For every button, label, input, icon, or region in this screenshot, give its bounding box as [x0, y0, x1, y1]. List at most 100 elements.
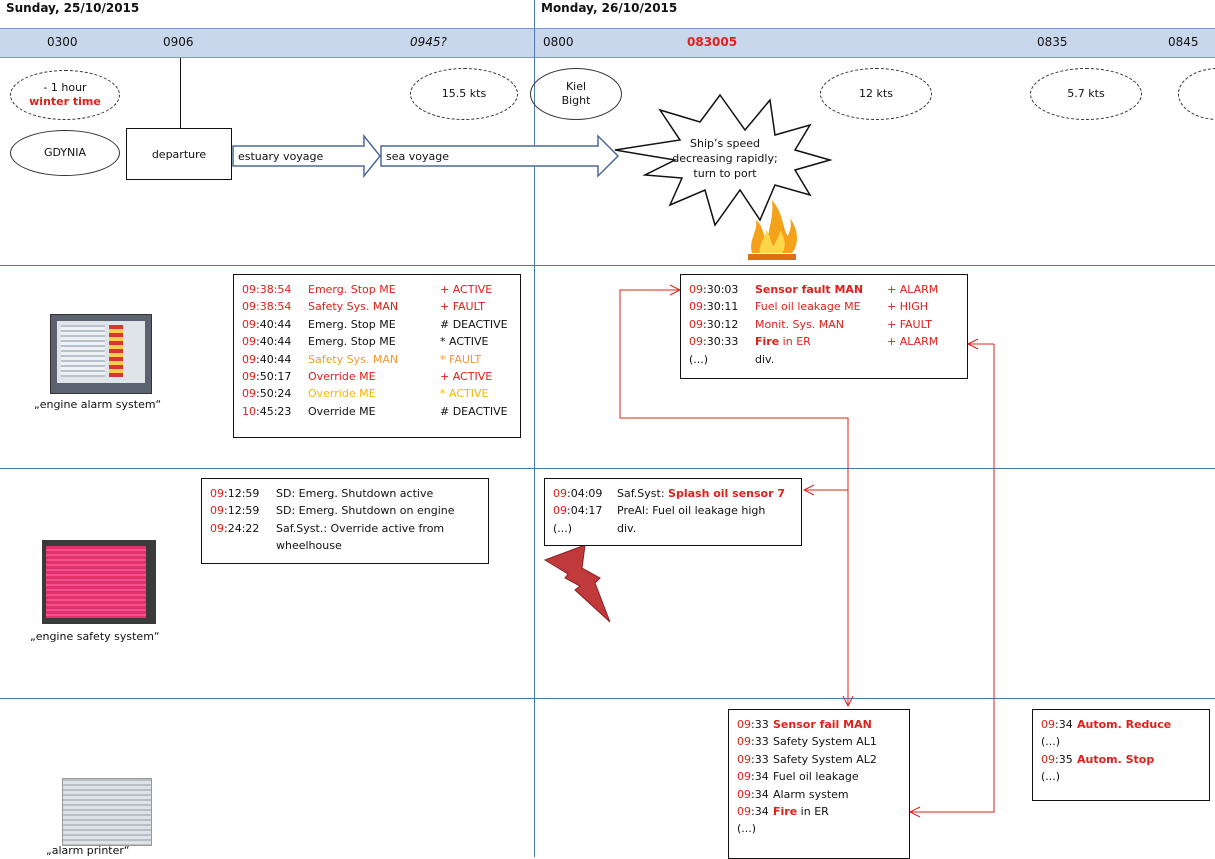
- log-row: (...): [1041, 768, 1201, 785]
- starburst-line1: Ship’s speed: [690, 137, 760, 150]
- log-message-highlight: Splash oil sensor 7: [668, 487, 786, 500]
- log-message: Saf.Syst.: Override active from: [276, 520, 444, 537]
- winter-time-ellipse: - 1 hour winter time: [10, 70, 120, 120]
- log-time-hour: 09: [737, 787, 751, 801]
- speed-label-1: 15.5 kts: [441, 87, 487, 100]
- log-time-rest: :04:17: [567, 504, 603, 518]
- log-status: + ACTIVE: [440, 369, 493, 383]
- log-time-rest: :30:03: [703, 283, 739, 296]
- log-time-rest: :40:44: [256, 352, 292, 366]
- log-time-rest: :34: [751, 804, 769, 818]
- time-083005: 083005: [687, 35, 738, 49]
- engine-alarm-caption: „engine alarm system“: [34, 398, 162, 411]
- log-time-rest: (...): [689, 352, 709, 366]
- time-0845: 0845: [1168, 35, 1199, 49]
- log-time-rest: (...): [1041, 770, 1061, 784]
- log-message-text: wheelhouse: [276, 539, 342, 553]
- departure-connector: [180, 58, 181, 129]
- log-time-hour: 09: [553, 504, 567, 518]
- log-time-hour: 09: [242, 283, 256, 296]
- log-message-text: in ER: [797, 804, 829, 818]
- sea-arrow: [380, 134, 620, 178]
- speed-ellipse-1: 15.5 kts: [410, 68, 518, 120]
- log-time-hour: 09: [689, 317, 703, 331]
- speed-decrease-starburst: [614, 93, 833, 227]
- log-message: Monit. Sys. MAN: [755, 316, 844, 333]
- log-row: (...): [737, 820, 901, 837]
- log-message-text: div.: [755, 352, 775, 366]
- time-0835: 0835: [1037, 35, 1068, 49]
- log-message-text: Sensor fail MAN: [773, 718, 872, 731]
- log-row: (...) div.: [689, 351, 959, 368]
- log-time-hour: 09: [210, 487, 224, 500]
- log-status: + ALARM: [887, 335, 939, 349]
- log-time-hour: 09: [210, 504, 224, 518]
- log-message-text: Override ME: [308, 387, 376, 401]
- time-0945: 0945?: [410, 35, 447, 49]
- time-0800: 0800: [543, 35, 574, 49]
- log-time-hour: 09: [553, 487, 567, 500]
- log-time-hour: 09: [689, 300, 703, 314]
- speed-label-3: 5.7 kts: [1067, 87, 1105, 100]
- sea-label: sea voyage: [386, 150, 449, 163]
- log-time-rest: :38:54: [256, 283, 292, 296]
- log-message: SD: Emerg. Shutdown on engine: [276, 502, 455, 519]
- log-status: # DEACTIVE: [440, 317, 508, 331]
- log-time-rest: :38:54: [256, 300, 292, 314]
- log-message-bold: Fire: [755, 335, 780, 349]
- log-time-rest: :30:33: [703, 335, 739, 349]
- log-message: PreAl: Fuel oil leakage high: [617, 502, 765, 519]
- log-status: + HIGH: [887, 300, 929, 314]
- row-divider-3: [0, 698, 1215, 699]
- winter-time-line2: winter time: [29, 95, 101, 108]
- log-time-hour: 09: [242, 369, 256, 383]
- log-row: wheelhouse: [210, 537, 480, 554]
- starburst-text: Ship’s speed decreasing rapidly; turn to…: [670, 136, 780, 181]
- log-message-text: Fuel oil leakage: [773, 770, 859, 784]
- log-message-text: Emerg. Stop ME: [308, 335, 396, 349]
- engine-safety-caption: „engine safety system“: [30, 630, 160, 643]
- log-time-rest: :30:11: [703, 300, 739, 314]
- alarm-printer-photo: [62, 778, 152, 846]
- log-time-rest: :33: [751, 718, 769, 731]
- log-message: Fuel oil leakage: [773, 768, 859, 785]
- log-time-rest: :45:23: [256, 404, 292, 418]
- day-divider: [534, 0, 535, 857]
- log-status: * ACTIVE: [440, 387, 489, 401]
- kiel-line1: Kiel: [565, 80, 587, 93]
- log-message-text: Safety System AL2: [773, 752, 877, 766]
- log-time-rest: (...): [1041, 735, 1061, 749]
- log-message-text: Sensor fault MAN: [755, 283, 864, 296]
- log-message: Override ME: [308, 368, 376, 385]
- log-message: Safety System AL1: [773, 733, 877, 750]
- log-message: Safety Sys. MAN: [308, 298, 398, 315]
- log-time-hour: 09: [1041, 752, 1055, 766]
- log-message: wheelhouse: [276, 537, 342, 554]
- log-time-rest: (...): [737, 822, 757, 836]
- log-time-rest: :30:12: [703, 317, 739, 331]
- row-divider-1: [0, 265, 1215, 266]
- log-message: Safety Sys. MAN: [308, 351, 398, 368]
- log-time-hour: 09: [242, 300, 256, 314]
- red-arrow-connectors: [619, 284, 995, 818]
- log-time-hour: 10: [242, 404, 256, 418]
